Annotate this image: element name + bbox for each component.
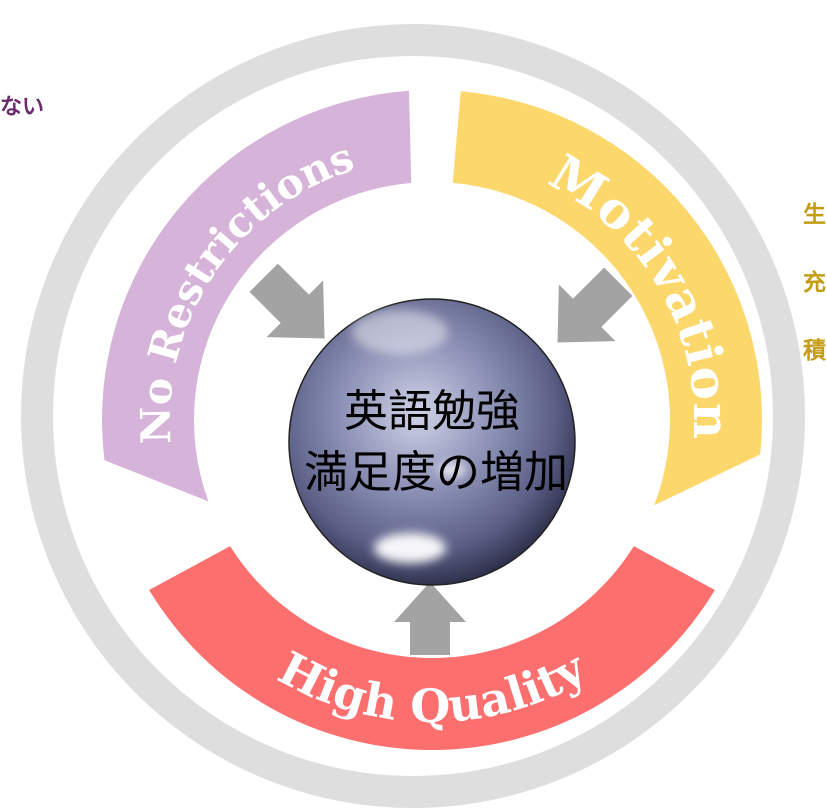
arrow-top-right-icon	[557, 267, 633, 343]
center-sphere	[288, 298, 576, 586]
sphere-highlight-bottom	[374, 533, 446, 563]
sphere-highlight-mid	[438, 463, 466, 477]
side-text-right-char: 積	[803, 338, 826, 364]
side-text-right: 生 充 積	[803, 198, 827, 402]
outer-ring	[21, 24, 805, 808]
sphere-body	[288, 298, 576, 586]
sphere-highlight-top	[352, 310, 448, 354]
band-no-restrictions	[102, 90, 412, 502]
band-high-quality	[149, 546, 715, 751]
side-text-right-char: 充	[803, 270, 826, 296]
center-title-line2: 満足度の増加	[304, 447, 568, 498]
arrow-top-left-icon	[249, 263, 325, 339]
side-text-right-char: 生	[803, 202, 826, 228]
band-motivation	[452, 91, 762, 506]
center-title-line1: 英語勉強	[344, 386, 520, 437]
arrow-bottom-icon	[394, 582, 466, 655]
side-text-left: ない	[0, 95, 45, 120]
